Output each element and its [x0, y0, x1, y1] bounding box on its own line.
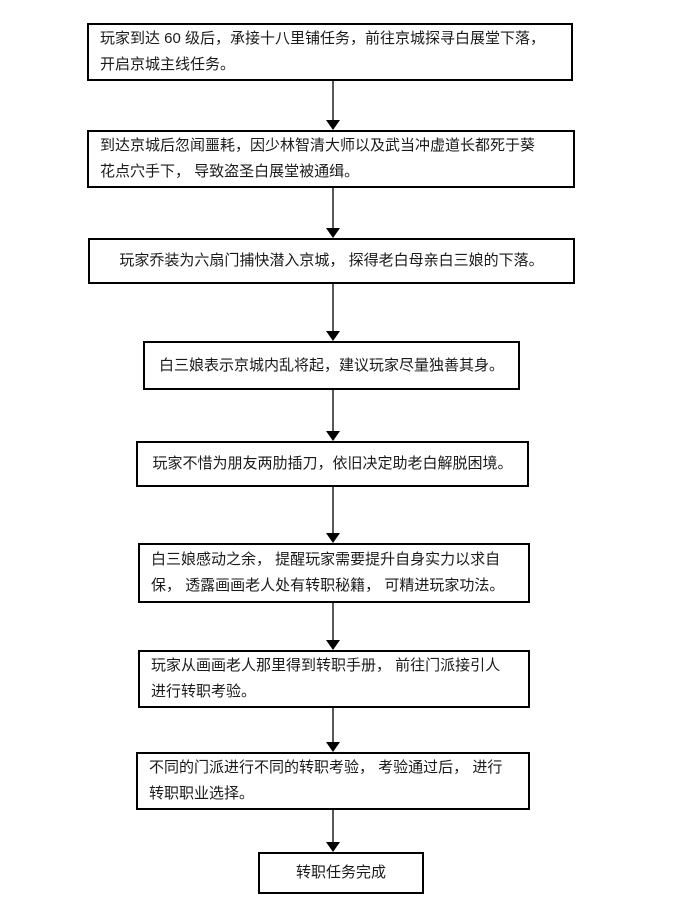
flow-step-5: 玩家不惜为朋友两肋插刀，依旧决定助老白解脱困境。 — [136, 441, 529, 487]
connector-line — [332, 487, 334, 535]
arrow-down-icon — [326, 331, 340, 341]
flow-step-text-line: 转职任务完成 — [295, 864, 386, 881]
flow-step-9: 转职任务完成 — [258, 852, 424, 894]
flow-step-text-line: 不同的门派进行不同的转职考验， 考验通过后， 进行 — [149, 759, 503, 776]
flow-step-2: 到达京城后忽闻噩耗，因少林智清大师以及武当冲虚道长都死于葵花点穴手下， 导致盗圣… — [87, 130, 575, 188]
flow-step-text-line: 玩家乔装为六扇门捕快潜入京城， 探得老白母亲白三娘的下落。 — [119, 252, 544, 269]
connector-line — [332, 188, 334, 230]
flow-connector-2 — [326, 188, 340, 238]
flow-step-7: 玩家从画画老人那里得到转职手册， 前往门派接引人进行转职考验。 — [138, 650, 530, 708]
flow-step-text-line: 玩家从画画老人那里得到转职手册， 前往门派接引人 — [151, 657, 501, 674]
flow-step-text-line: 保， 透露画画老人处有转职秘籍， 可精进玩家功法。 — [151, 577, 505, 594]
flow-step-8: 不同的门派进行不同的转职考验， 考验通过后， 进行转职职业选择。 — [136, 752, 530, 810]
arrow-down-icon — [326, 742, 340, 752]
flow-step-1: 玩家到达 60 级后，承接十八里铺任务，前往京城探寻白展堂下落， 开启京城主线任务… — [87, 23, 573, 81]
flow-connector-5 — [326, 487, 340, 543]
flow-step-text-line: 白三娘表示京城内乱将起，建议玩家尽量独善其身。 — [158, 356, 504, 374]
flow-step-text-line: 到达京城后忽闻噩耗，因少林智清大师以及武当冲虚道长都死于葵 — [100, 137, 536, 154]
flow-step-text-line: 开启京城主线任务。 — [100, 56, 236, 73]
arrow-down-icon — [326, 431, 340, 441]
flow-connector-3 — [326, 284, 340, 341]
flow-step-3: 玩家乔装为六扇门捕快潜入京城， 探得老白母亲白三娘的下落。 — [88, 238, 575, 284]
flow-connector-1 — [326, 81, 340, 130]
flow-step-text-line: 玩家不惜为朋友两肋插刀，依旧决定助老白解脱困境。 — [152, 455, 513, 472]
flow-step-text-line: 花点穴手下， 导致盗圣白展堂被通缉。 — [100, 163, 360, 180]
arrow-down-icon — [326, 842, 340, 852]
connector-line — [332, 810, 334, 844]
connector-line — [332, 603, 334, 642]
connector-line — [332, 390, 334, 433]
arrow-down-icon — [326, 120, 340, 130]
flow-step-text-line: 转职职业选择。 — [149, 785, 255, 802]
arrow-down-icon — [326, 228, 340, 238]
flow-step-text-line: 进行转职考验。 — [151, 683, 257, 700]
connector-line — [332, 284, 334, 333]
flow-connector-4 — [326, 390, 340, 441]
flow-step-text-line: 白三娘感动之余， 提醒玩家需要提升自身实力以求自 — [151, 551, 501, 568]
flow-connector-7 — [326, 708, 340, 752]
flow-step-6: 白三娘感动之余， 提醒玩家需要提升自身实力以求自保， 透露画画老人处有转职秘籍，… — [138, 543, 530, 603]
arrow-down-icon — [326, 533, 340, 543]
flow-connector-8 — [326, 810, 340, 852]
flow-step-text-line: 玩家到达 60 级后，承接十八里铺任务，前往京城探寻白展堂下落， — [100, 30, 546, 47]
flow-connector-6 — [326, 603, 340, 650]
connector-line — [332, 708, 334, 744]
connector-line — [332, 81, 334, 122]
flow-step-4: 白三娘表示京城内乱将起，建议玩家尽量独善其身。 — [143, 341, 520, 390]
arrow-down-icon — [326, 640, 340, 650]
